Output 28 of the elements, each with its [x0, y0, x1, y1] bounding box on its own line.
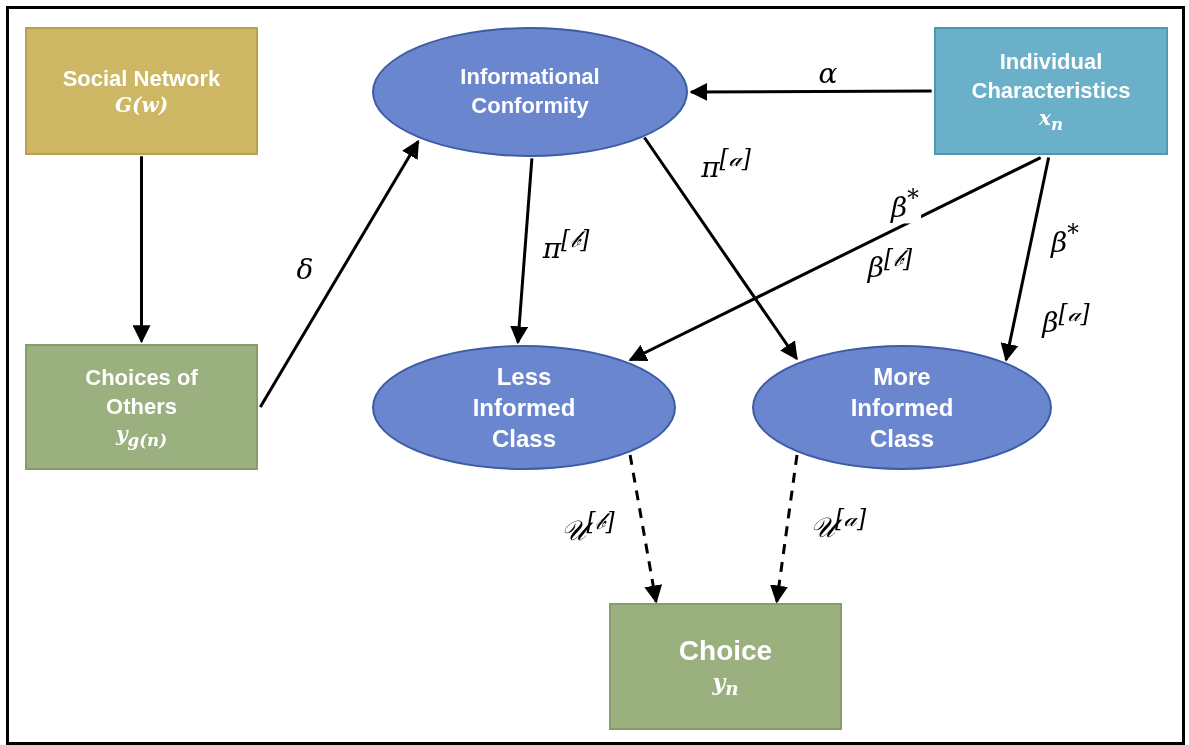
arrow [628, 454, 663, 604]
node-title: Less Informed Class [471, 361, 577, 455]
arrow [259, 139, 420, 408]
arrow [628, 156, 1042, 362]
edge-label: β$^{*}$ [889, 186, 921, 224]
node-title: Choices of Others [84, 364, 199, 421]
arrow [510, 158, 534, 345]
node-title: More Informed Class [849, 361, 955, 455]
arrow [1000, 157, 1051, 362]
math-symbol: x$_{n}$ [1038, 105, 1064, 134]
math-symbol: y$_{g(n)}$ [115, 421, 168, 450]
node-title: Individual Characteristics [970, 48, 1132, 105]
math-symbol-label: β$^{[𝒷]}$ [865, 246, 915, 284]
rectangle-node [25, 27, 258, 155]
arrow [770, 454, 799, 604]
rectangle-node [934, 27, 1168, 155]
node-title: Social Network [62, 64, 221, 93]
arrow [689, 82, 932, 101]
math-symbol-label: β$^{[𝒶]}$ [1040, 301, 1092, 339]
rectangle-node [25, 344, 258, 470]
node-title: Choice [678, 633, 773, 668]
edge-label: β$^{*}$ [1049, 221, 1081, 259]
arrow [132, 156, 151, 344]
math-symbol: y$_{n}$ [712, 669, 739, 701]
node-title: Informational Conformity [459, 63, 601, 120]
arrow [643, 136, 798, 361]
rectangle-node [609, 603, 842, 730]
math-symbol: G(w) [114, 93, 169, 118]
